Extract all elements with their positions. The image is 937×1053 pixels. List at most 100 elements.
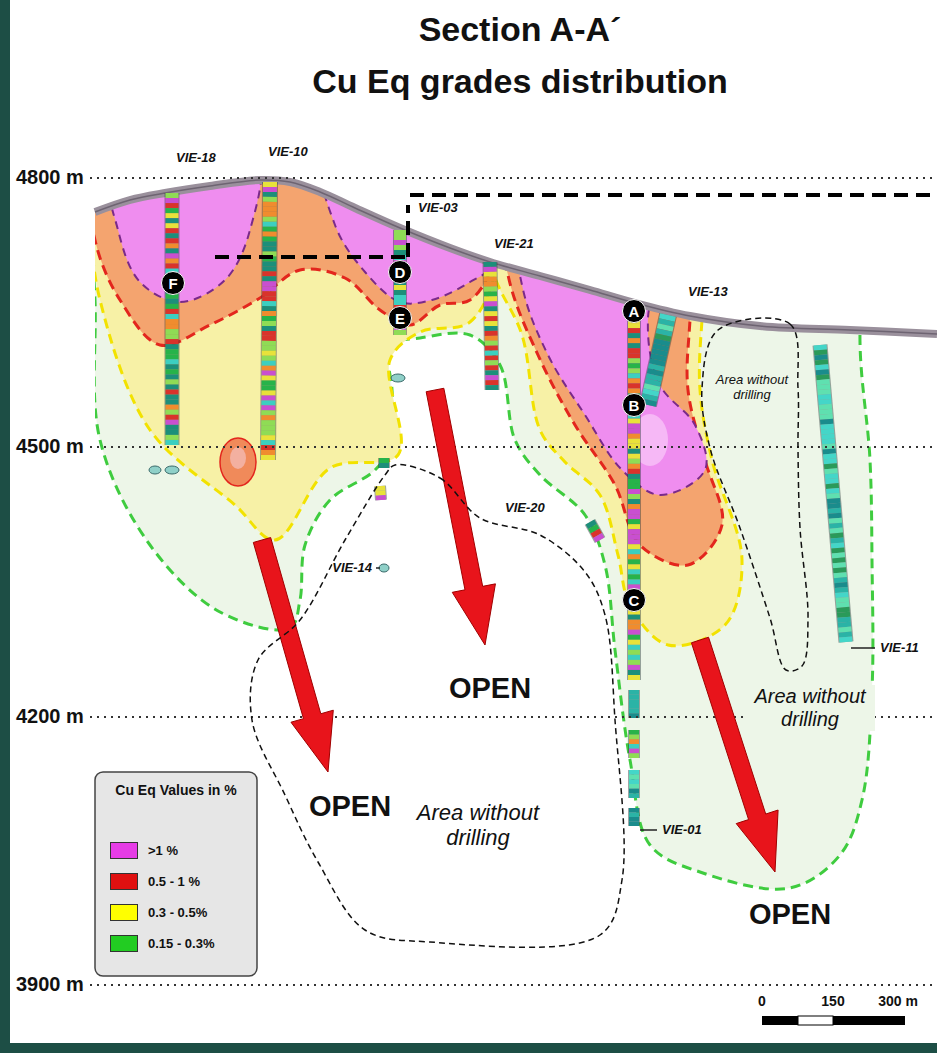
area-label: Area without drilling xyxy=(706,373,798,403)
drill-core-segment xyxy=(262,261,276,266)
scale-number: 150 xyxy=(821,993,844,1009)
drill-core-segment xyxy=(629,709,639,714)
drill-core-segment xyxy=(166,349,179,354)
drill-core-segment xyxy=(662,335,663,340)
drill-core-segment xyxy=(628,383,640,388)
drill-core-segment xyxy=(485,380,498,385)
grade-core xyxy=(632,414,668,466)
drill-core-segment xyxy=(814,345,827,350)
drill-core-segment xyxy=(628,328,640,333)
drill-core-segment xyxy=(263,227,277,232)
drill-core-segment xyxy=(628,579,640,584)
drill-core-segment xyxy=(819,404,832,409)
drill-core-segment xyxy=(261,425,275,430)
drill-core-segment xyxy=(822,439,835,444)
drill-core-segment xyxy=(836,597,849,602)
drill-core-segment xyxy=(832,558,845,563)
drill-core-segment xyxy=(833,563,846,568)
drill-core-segment xyxy=(262,291,276,296)
drill-core-segment xyxy=(628,469,640,474)
drill-core-segment xyxy=(263,202,277,207)
drill-core-segment xyxy=(628,554,640,559)
drill-core-segment xyxy=(394,230,406,235)
drill-core-segment xyxy=(819,409,832,414)
drill-core-segment xyxy=(628,665,640,670)
drill-core-segment xyxy=(376,495,386,500)
legend-entry: 0.5 - 1 % xyxy=(110,873,200,890)
drill-hole-outline xyxy=(490,262,492,390)
drill-core-segment xyxy=(262,286,276,291)
drillhole-name: VIE-13 xyxy=(688,284,728,299)
drill-core-segment xyxy=(590,522,593,527)
drill-core-segment xyxy=(166,420,179,425)
drill-core-segment xyxy=(834,583,847,588)
legend-entry: 0.15 - 0.3% xyxy=(110,935,215,952)
drill-core-segment xyxy=(628,353,640,358)
area-note: Area without drilling xyxy=(745,685,875,731)
drill-core-segment xyxy=(818,399,831,404)
open-arrow xyxy=(426,388,495,645)
marker-letter: D xyxy=(395,265,406,280)
drillhole-name: VIE-10 xyxy=(268,144,308,159)
drill-core-segment xyxy=(629,784,639,789)
drill-core-segment xyxy=(629,695,639,700)
drill-core-segment xyxy=(593,527,596,532)
drillhole-name: VIE-20 xyxy=(505,500,545,515)
drill-core-segment xyxy=(166,264,179,269)
drill-core-segment xyxy=(629,822,639,827)
drill-hole xyxy=(634,808,635,826)
drill-core-segment xyxy=(484,321,497,326)
drill-core-segment xyxy=(263,232,277,237)
drill-core-segment xyxy=(629,744,639,749)
drillhole-marker: D xyxy=(388,260,412,284)
drill-core-segment xyxy=(166,314,179,319)
marker-letter: C xyxy=(629,593,640,608)
drill-core-segment xyxy=(826,484,839,489)
scale-number: 0 xyxy=(758,993,766,1009)
drill-hole xyxy=(172,193,173,445)
drill-core-segment xyxy=(835,588,848,593)
drill-core-segment xyxy=(629,775,639,780)
drill-core-segment xyxy=(654,375,655,380)
grade-zone-pink xyxy=(104,135,261,302)
marker-letter: E xyxy=(395,311,405,326)
drill-core-segment xyxy=(628,620,640,625)
drill-core-segment xyxy=(629,735,639,740)
drill-core-segment xyxy=(262,381,276,386)
drill-core-segment xyxy=(485,375,498,380)
drill-core-segment xyxy=(824,469,837,474)
drill-core-segment xyxy=(628,323,640,328)
drill-core-segment xyxy=(166,309,179,314)
drill-hole xyxy=(634,303,635,680)
drill-core-segment xyxy=(262,361,276,366)
drill-core-segment xyxy=(821,434,834,439)
drill-core-segment xyxy=(665,325,666,330)
drill-core-segment xyxy=(263,222,277,227)
drill-core-segment xyxy=(166,253,179,258)
drill-core-segment xyxy=(166,304,179,309)
drill-core-segment xyxy=(166,259,179,264)
drill-core-segment xyxy=(629,704,639,709)
drill-core-segment xyxy=(628,459,640,464)
drill-core-segment xyxy=(628,559,640,564)
drill-core-segment xyxy=(827,498,840,503)
drill-core-segment xyxy=(628,363,640,368)
drill-core-segment xyxy=(628,655,640,660)
drill-core-segment xyxy=(628,549,640,554)
page-ground xyxy=(10,0,937,1043)
elevation-line xyxy=(90,984,937,986)
drill-core-segment xyxy=(166,248,179,253)
drill-core-segment xyxy=(394,240,406,245)
drill-core-segment xyxy=(628,524,640,529)
drill-core-segment xyxy=(628,484,640,489)
drill-core-segment xyxy=(830,533,843,538)
drill-core-segment xyxy=(261,450,275,455)
drill-core-segment xyxy=(629,770,639,775)
drill-core-segment xyxy=(830,528,843,533)
drill-core-segment xyxy=(166,430,179,435)
drill-core-segment xyxy=(629,817,639,822)
drill-core-segment xyxy=(485,360,498,365)
drill-core-segment xyxy=(828,513,841,518)
drill-core-segment xyxy=(166,324,179,329)
